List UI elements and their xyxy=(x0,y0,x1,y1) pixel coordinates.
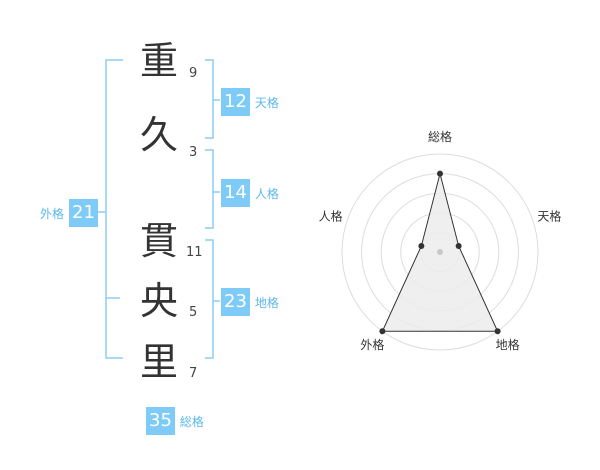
name-char-5-strokes: 7 xyxy=(189,366,198,381)
jinkaku-label: 人格 xyxy=(254,186,279,201)
jinkaku-bracket xyxy=(205,149,214,229)
tenkaku-label: 天格 xyxy=(254,95,279,110)
soukaku-value: 35 xyxy=(146,407,175,435)
tenkaku-value: 12 xyxy=(221,88,250,116)
chikaku-value: 23 xyxy=(221,288,250,316)
soukaku-label: 総格 xyxy=(179,414,204,429)
name-char-4-strokes: 5 xyxy=(189,305,198,320)
name-char-3-strokes: 11 xyxy=(186,245,203,260)
jinkaku-value: 14 xyxy=(221,179,250,207)
radar-axis-label-4: 外格 xyxy=(360,337,384,352)
radar-point-1 xyxy=(437,170,443,177)
soukaku-badge: 35 総格 xyxy=(146,407,204,435)
radar-center-dot xyxy=(437,249,443,255)
jinkaku-badge: 14 人格 xyxy=(221,179,279,207)
chikaku-label: 地格 xyxy=(254,295,279,310)
chikaku-badge: 23 地格 xyxy=(221,288,279,316)
radar-point-2 xyxy=(455,242,462,249)
radar-data-points xyxy=(379,170,501,335)
radar-ring-5 xyxy=(341,153,539,351)
gaikaku-value: 21 xyxy=(69,199,98,227)
radar-axis-label-3: 地格 xyxy=(496,337,520,352)
name-char-1: 重 xyxy=(139,39,178,83)
gaikaku-badge: 外格 21 xyxy=(40,199,98,227)
name-char-2-strokes: 3 xyxy=(189,145,198,160)
name-char-1-strokes: 9 xyxy=(189,66,198,81)
name-char-5: 里 xyxy=(139,340,178,384)
name-char-2: 久 xyxy=(139,113,178,157)
tenkaku-badge: 12 天格 xyxy=(221,88,279,116)
gaikaku-bracket xyxy=(105,59,123,359)
name-char-4: 央 xyxy=(139,279,178,323)
radar-point-5 xyxy=(418,242,425,249)
radar-point-3 xyxy=(494,328,501,335)
chikaku-bracket xyxy=(205,239,214,359)
radar-point-4 xyxy=(379,328,386,335)
radar-axis-label-1: 総格 xyxy=(428,129,452,144)
radar-axis-label-2: 天格 xyxy=(537,208,561,223)
name-char-3: 貫 xyxy=(139,219,178,263)
radar-axis-label-5: 人格 xyxy=(319,208,343,223)
tenkaku-bracket xyxy=(205,59,214,139)
gaikaku-label: 外格 xyxy=(40,206,65,221)
